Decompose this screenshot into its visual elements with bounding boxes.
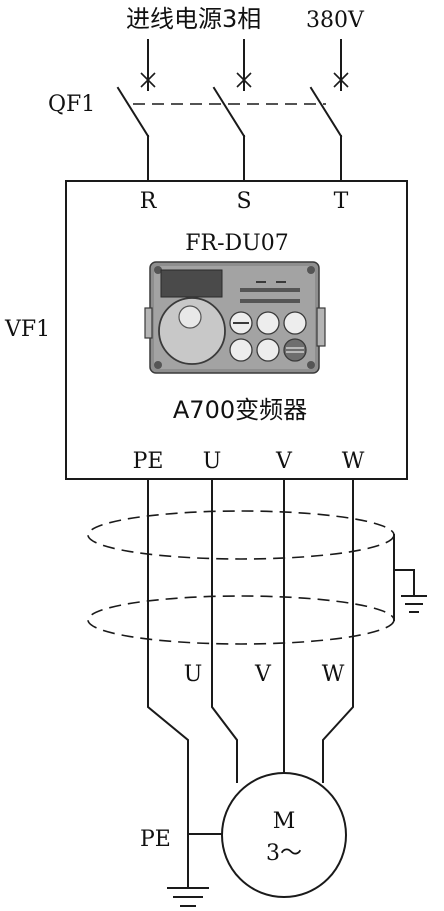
incoming-lines <box>140 39 349 91</box>
cable-shield-icon <box>87 510 415 645</box>
terminal-x-icon <box>140 72 156 88</box>
terminal-r: R <box>140 189 158 214</box>
supply-title: 进线电源3相 <box>126 5 261 33</box>
cable-label-v: V <box>254 662 272 687</box>
pe-label: PE <box>140 827 171 852</box>
breaker-label: QF1 <box>48 92 95 117</box>
terminal-u: U <box>203 449 222 474</box>
supply-voltage: 380V <box>306 8 365 33</box>
terminal-w: W <box>342 449 365 474</box>
cable-label-u: U <box>184 662 203 687</box>
motor-phase: 3～ <box>266 841 302 866</box>
motor-symbol: M <box>273 809 296 834</box>
operation-panel-icon <box>144 261 326 374</box>
terminal-s: S <box>236 189 251 214</box>
inverter-label: VF1 <box>4 317 50 342</box>
panel-model: FR-DU07 <box>185 231 288 256</box>
terminal-pe: PE <box>133 449 164 474</box>
terminal-v: V <box>275 449 293 474</box>
breaker-switch-icon <box>116 86 343 138</box>
ground-icon <box>401 595 427 613</box>
motor-icon <box>221 772 347 898</box>
terminal-t: T <box>334 189 349 214</box>
inverter-name: A700变频器 <box>173 396 307 424</box>
terminal-x-icon <box>236 72 252 88</box>
ground-icon <box>167 887 209 907</box>
output-wires <box>147 478 354 889</box>
cable-label-w: W <box>322 662 345 687</box>
terminal-x-icon <box>333 72 349 88</box>
breaker-output-lines <box>147 135 342 182</box>
